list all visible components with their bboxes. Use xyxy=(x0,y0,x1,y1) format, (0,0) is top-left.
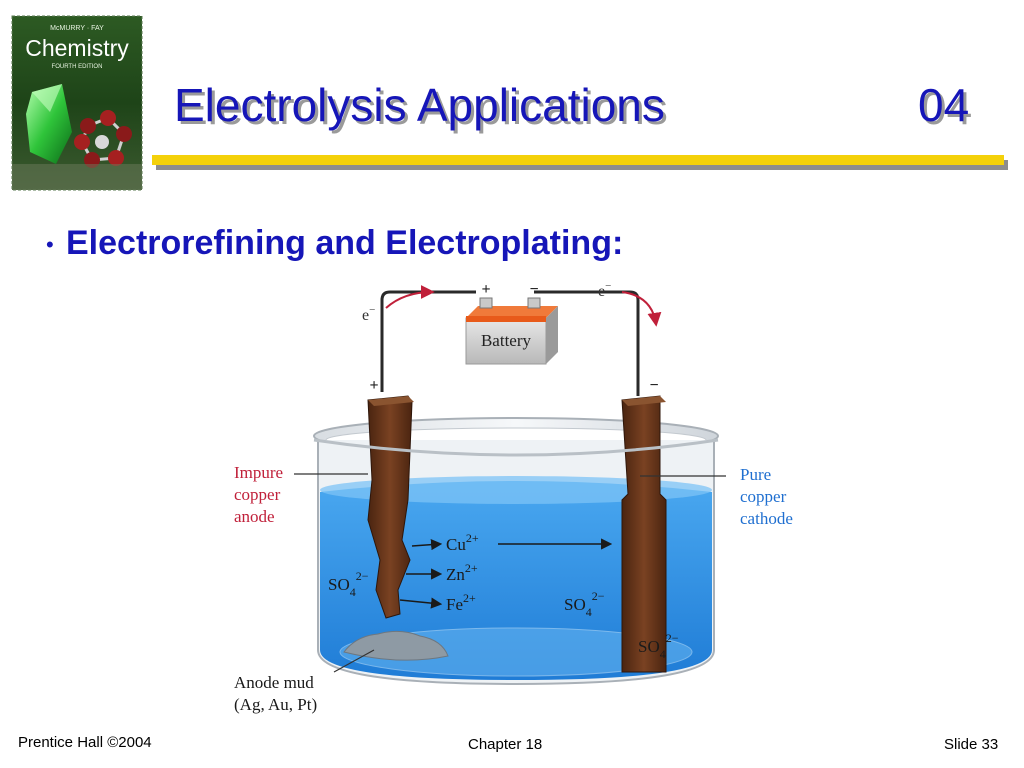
slide-section-number: 04 xyxy=(918,79,970,131)
cathode-label-line-2: copper xyxy=(740,487,787,506)
sulfate-label-middle: SO42− xyxy=(564,589,605,619)
battery: Battery + − xyxy=(465,281,558,365)
battery-label: Battery xyxy=(481,331,532,350)
cover-authors: McMURRY · FAY xyxy=(50,25,104,32)
fe-ion-arrow xyxy=(399,597,443,609)
electron-label-right: e− xyxy=(598,280,611,300)
bullet-marker: • xyxy=(46,232,54,257)
cathode-label-line-3: cathode xyxy=(740,509,793,528)
battery-minus-sign: − xyxy=(529,281,538,298)
zn-ion-label: Zn2+ xyxy=(446,561,478,584)
battery-plus-sign: + xyxy=(481,281,490,298)
crystal-graphic xyxy=(26,84,72,164)
fe-ion-label: Fe2+ xyxy=(446,591,476,614)
title-rule-shadow xyxy=(156,160,1008,170)
pure-copper-cathode xyxy=(621,395,667,673)
cover-title: Chemistry xyxy=(25,35,129,61)
footer-slide-number: Slide 33 xyxy=(944,736,999,753)
cu-ion-arrow xyxy=(411,539,443,551)
anode-label-line-2: copper xyxy=(234,485,281,504)
slide-title: Electrolysis Applications xyxy=(174,79,665,131)
anode-sign: + xyxy=(369,377,378,394)
sulfate-label-right: SO42− xyxy=(638,631,679,661)
cathode-sign: − xyxy=(649,377,658,394)
anode-mud-metals: (Ag, Au, Pt) xyxy=(234,695,317,714)
anode-mud-pile xyxy=(343,630,449,661)
electron-flow-arrow-right xyxy=(621,291,662,327)
anode-mud-leader xyxy=(333,649,375,673)
electron-label-left: e− xyxy=(362,304,375,324)
anode-label-line-1: Impure xyxy=(234,463,283,482)
sulfate-label-left: SO42− xyxy=(328,569,369,599)
electron-flow-arrow-left xyxy=(385,285,435,309)
footer-chapter: Chapter 18 xyxy=(468,736,543,753)
electrolyte-solution xyxy=(320,481,712,680)
footer-publisher: Prentice Hall ©2004 xyxy=(18,734,152,751)
book-cover-image: McMURRY · FAY Chemistry FOURTH EDITION xyxy=(11,15,143,191)
cathode-wire xyxy=(534,290,640,396)
anode-wire xyxy=(380,290,476,392)
anode-label-line-3: anode xyxy=(234,507,275,526)
cu-ion-label: Cu2+ xyxy=(446,531,479,554)
bullet-text: Electrorefining and Electroplating: xyxy=(66,224,624,262)
title-rule xyxy=(152,155,1004,165)
cover-edition: FOURTH EDITION xyxy=(52,64,103,70)
anode-mud-label: Anode mud xyxy=(234,673,314,692)
cathode-label-line-1: Pure xyxy=(740,465,771,484)
